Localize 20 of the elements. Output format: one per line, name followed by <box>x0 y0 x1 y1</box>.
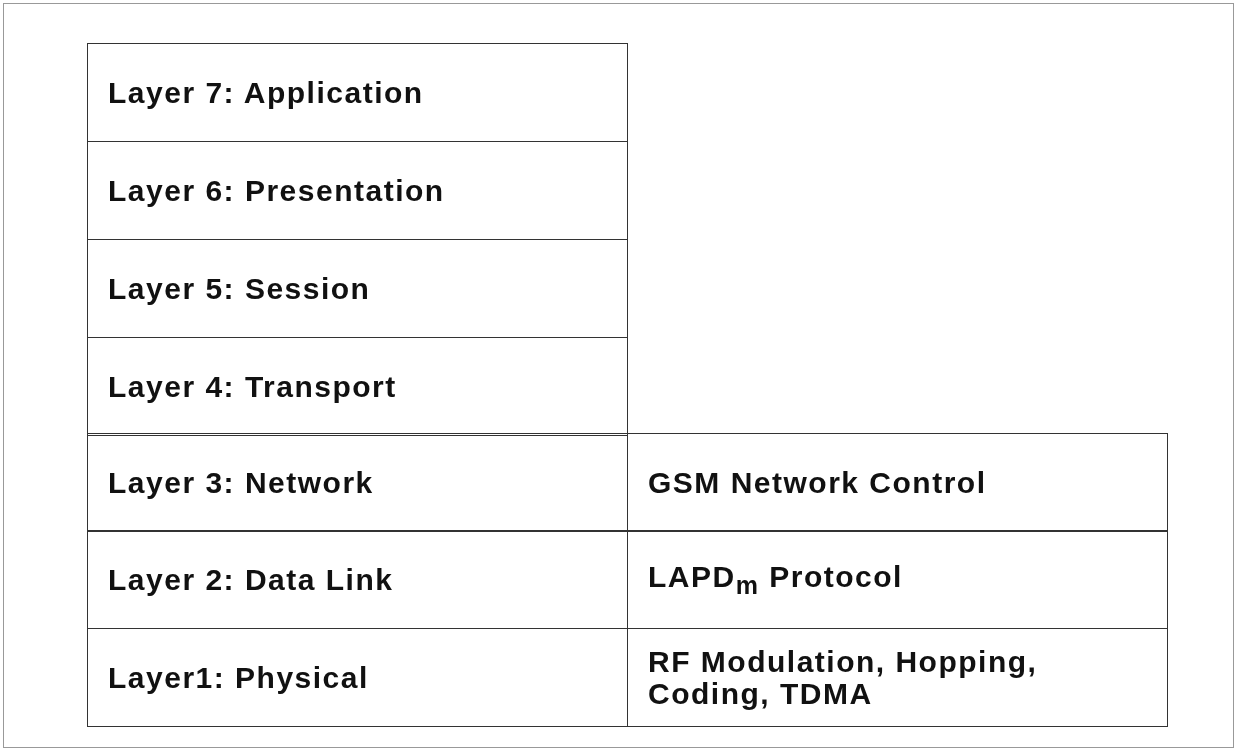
layer-label: Layer 7: Application <box>108 76 424 109</box>
layer-box <box>87 433 628 532</box>
layer-label: Layer 4: Transport <box>108 370 397 403</box>
layer-box <box>87 141 628 240</box>
layer-box <box>87 628 628 727</box>
layer-box <box>87 337 628 436</box>
layer-label: Layer 5: Session <box>108 272 371 305</box>
layer-box <box>87 239 628 338</box>
layer-label: Layer 3: Network <box>108 466 374 499</box>
layer-box <box>627 628 1168 727</box>
layer-label: Layer1: Physical <box>108 661 369 694</box>
layer-box <box>87 43 628 142</box>
layer-label: Layer 6: Presentation <box>108 174 445 207</box>
layer-label: LAPD$_{m}$ Protocol <box>648 560 903 599</box>
layer-label: GSM Network Control <box>648 466 987 499</box>
layer-box <box>627 433 1168 532</box>
layer-label: RF Modulation, Hopping, Coding, TDMA <box>648 646 1039 709</box>
layer-box <box>627 530 1168 629</box>
layer-box <box>87 530 628 629</box>
layer-label: Layer 2: Data Link <box>108 563 394 596</box>
